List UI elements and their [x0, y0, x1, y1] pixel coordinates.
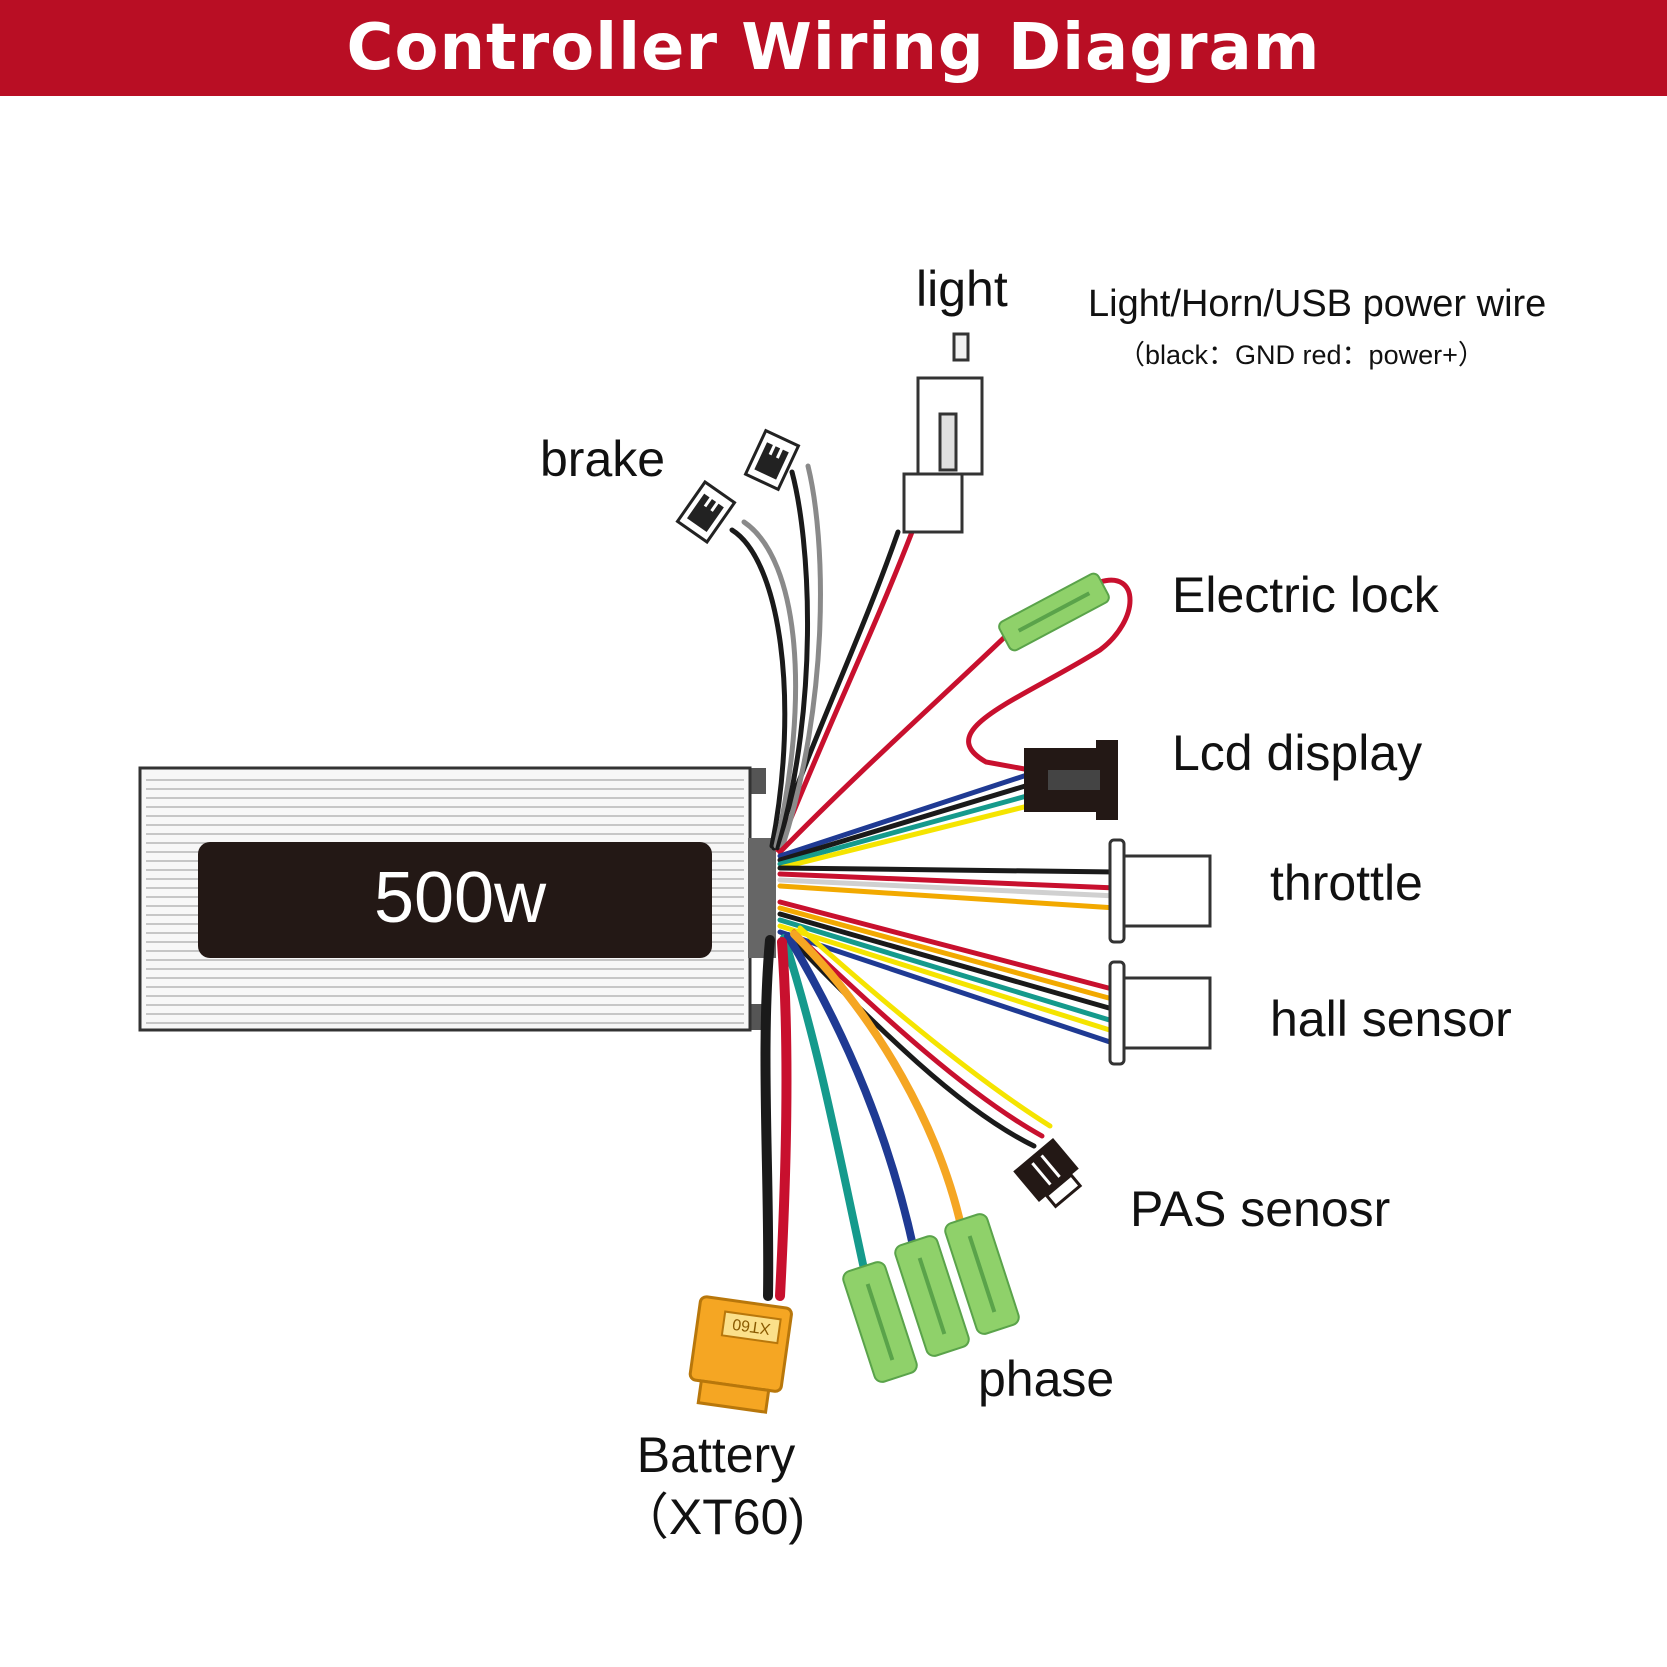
pas-wire-black — [785, 933, 1037, 1149]
brake-connector-1 — [675, 479, 737, 545]
hall-sensor-label: hall sensor — [1270, 991, 1512, 1047]
electric-lock-label: Electric lock — [1172, 567, 1440, 623]
xt60-nose — [696, 1379, 771, 1414]
hall-wire-blue — [777, 929, 1119, 1047]
hall-connector-flange — [1108, 960, 1126, 1066]
throttle-wire-black — [777, 865, 1119, 875]
lcd-display-connector — [1024, 740, 1118, 820]
xt60-battery-connector: XT60 — [688, 1295, 793, 1414]
brake-2-wire-gray — [779, 463, 823, 851]
pas-wire-red — [791, 929, 1045, 1139]
battery-label: Battery — [637, 1427, 795, 1483]
throttle-connector-flange — [1108, 838, 1126, 944]
lcd-display-label: Lcd display — [1172, 725, 1422, 781]
electric-lock-connector — [998, 572, 1110, 652]
light-label: light — [916, 261, 1008, 317]
throttle-connector-body — [1122, 854, 1212, 928]
light-connector-pin — [952, 332, 970, 362]
phase-connector-3 — [944, 1213, 1020, 1335]
lcd-wire-yellow — [777, 801, 1039, 871]
throttle-wire-white — [777, 877, 1119, 899]
brake-connector-2 — [743, 428, 801, 492]
hall-connector-body — [1122, 976, 1212, 1050]
controller-wattage-label: 500w — [374, 858, 547, 938]
hall-wire-orange — [777, 905, 1119, 1003]
battery-wire-black — [760, 935, 775, 1301]
title-banner: Controller Wiring Diagram — [0, 0, 1667, 96]
lcd-connector-slot — [1048, 770, 1100, 790]
xt60-plate — [720, 1310, 782, 1345]
lcd-wire-blue — [777, 771, 1033, 859]
lcd-connector-latch — [1096, 740, 1118, 820]
battery-connector-label: （XT60) — [619, 1489, 805, 1545]
throttle-wire-red — [777, 871, 1119, 891]
power-wire-note: （black：GND red：power+） — [1118, 340, 1485, 370]
light-connector — [902, 332, 984, 534]
throttle-wire-orange — [777, 883, 1119, 911]
lock-wire-loop — [966, 577, 1133, 773]
phase-connector-2 — [894, 1235, 970, 1357]
controller-mount-tab-top — [748, 768, 766, 794]
xt60-marking: XT60 — [731, 1315, 771, 1337]
hall-wire-black — [777, 911, 1119, 1013]
brake-2-wire-black — [775, 469, 810, 851]
brake-connector-1-pins — [686, 493, 724, 532]
hall-sensor-connector — [1108, 960, 1212, 1066]
brake-1-wire-black — [729, 527, 788, 849]
wire-bundle — [729, 463, 1133, 1301]
lcd-wire-black — [777, 781, 1035, 863]
phase-connector-1 — [842, 1261, 918, 1383]
throttle-label: throttle — [1270, 855, 1423, 911]
phase-wire-green — [780, 934, 870, 1282]
pas-sensor-label: PAS senosr — [1130, 1181, 1390, 1237]
power-wire-label: Light/Horn/USB power wire — [1088, 283, 1546, 325]
battery-wire-red — [775, 937, 792, 1301]
lock-wire-to-connector — [777, 627, 1015, 855]
light-wire-black — [771, 529, 901, 851]
pas-sensor-connector — [1013, 1137, 1083, 1209]
brake-label: brake — [540, 431, 665, 487]
throttle-connector — [1108, 838, 1212, 944]
pas-connector-tip — [1044, 1172, 1083, 1209]
hall-wire-yellow — [777, 923, 1119, 1035]
brake-1-wire-gray — [741, 519, 799, 849]
phase-wire-orange — [790, 930, 966, 1234]
page-title: Controller Wiring Diagram — [346, 11, 1321, 85]
controller-label-plate — [198, 842, 712, 958]
light-connector-sleeve — [902, 472, 964, 534]
controller-box: 500w — [138, 766, 776, 1032]
phase-label: phase — [978, 1351, 1114, 1407]
light-connector-slot — [938, 412, 958, 472]
pas-wire-yellow — [797, 925, 1053, 1129]
pas-connector-body — [1013, 1137, 1079, 1203]
lcd-wire-green — [777, 791, 1037, 867]
phase-wire-blue — [784, 932, 918, 1254]
hall-wire-red — [777, 899, 1119, 993]
hall-wire-green — [777, 917, 1119, 1025]
